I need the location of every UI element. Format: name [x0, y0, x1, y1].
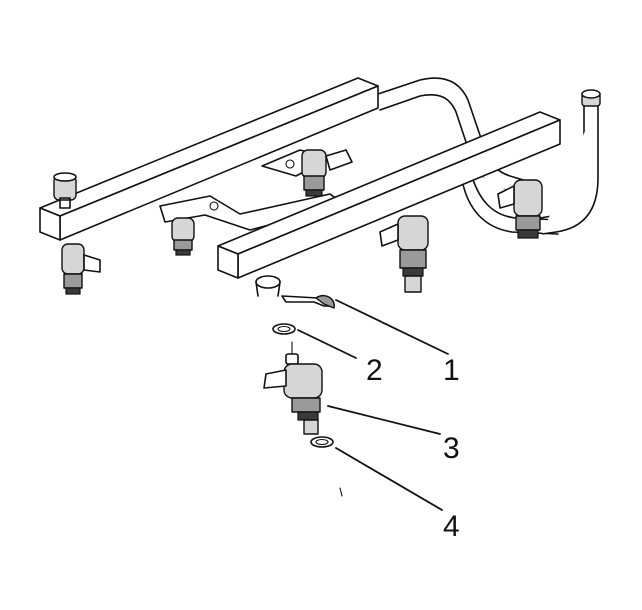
rear-injector-mid-right: [301, 149, 353, 197]
callout-2: 2: [366, 354, 383, 387]
leader-line-1: [335, 299, 449, 355]
upper-o-ring: [272, 323, 296, 335]
callout-3: 3: [443, 432, 460, 465]
lower-o-ring: [310, 436, 334, 448]
exploded-fuel-injector: [263, 341, 323, 435]
leader-lines: [297, 299, 449, 511]
assembly-centerline: [339, 487, 343, 497]
front-fuel-rail: [217, 111, 561, 279]
rear-injector-left: [61, 243, 101, 295]
rear-rail-pressure-cap: [53, 172, 77, 209]
callout-1: 1: [443, 354, 460, 387]
callout-4: 4: [443, 510, 460, 543]
injector-port: [255, 275, 281, 297]
callout-labels: 1 2 3 4: [366, 354, 460, 543]
front-injector-center: [379, 215, 429, 293]
leader-line-3: [327, 405, 441, 435]
retainer-clip: [281, 294, 335, 309]
rear-injector-mid-left: [171, 217, 195, 256]
rear-fuel-rail: [39, 77, 379, 241]
fuel-feed-pipe: [539, 89, 601, 235]
leader-line-4: [335, 447, 443, 511]
front-injector-right: [497, 179, 543, 239]
leader-line-2: [297, 329, 357, 359]
